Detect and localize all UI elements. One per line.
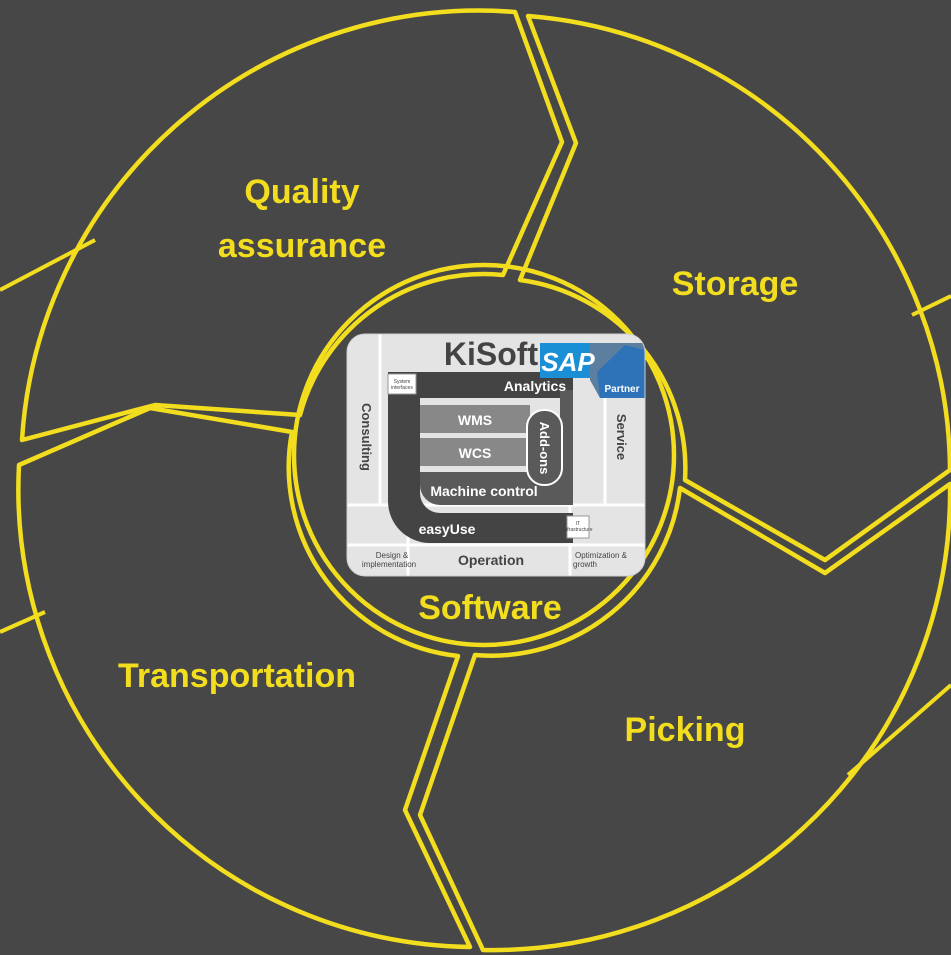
- segment-transportation: [16, 405, 473, 950]
- wms-text: WMS: [458, 412, 492, 428]
- quality-label-line2: assurance: [218, 227, 386, 265]
- service-text: Service: [614, 414, 629, 460]
- machine-control-text: Machine control: [430, 483, 537, 499]
- design-line2: implementation: [362, 560, 416, 569]
- optimization-line1: Optimization &: [575, 551, 628, 560]
- it-infrastructure-line1: IT: [576, 521, 580, 527]
- design-line1: Design &: [376, 551, 409, 560]
- storage-label: Storage: [672, 265, 799, 303]
- transportation-label: Transportation: [118, 657, 356, 695]
- logo-border: [346, 333, 646, 577]
- kisoft-brand: KiSoft: [444, 336, 539, 372]
- operation-text: Operation: [458, 552, 524, 568]
- it-infrastructure-line2: infrastructure: [563, 527, 592, 533]
- easyuse-text: easyUse: [419, 521, 476, 537]
- analytics-text: Analytics: [504, 378, 566, 394]
- segment-quality-assurance: [19, 8, 565, 443]
- system-interfaces-line2: interfaces: [391, 385, 413, 391]
- picking-label: Picking: [625, 711, 746, 749]
- segment-storage: [517, 13, 951, 563]
- partner-text: Partner: [604, 384, 639, 395]
- addons-text: Add-ons: [537, 422, 552, 475]
- quality-label-line1: Quality: [244, 173, 359, 211]
- software-label: Software: [418, 589, 562, 627]
- segment-picking: [417, 481, 951, 953]
- system-interfaces-line1: System: [394, 379, 411, 385]
- consulting-text: Consulting: [359, 403, 374, 471]
- wcs-text: WCS: [459, 445, 492, 461]
- sap-text: SAP: [541, 347, 595, 377]
- center-circle: [291, 262, 677, 648]
- optimization-line2: growth: [573, 560, 597, 569]
- cycle-segments: [16, 8, 951, 953]
- kisoft-logo: [347, 334, 645, 576]
